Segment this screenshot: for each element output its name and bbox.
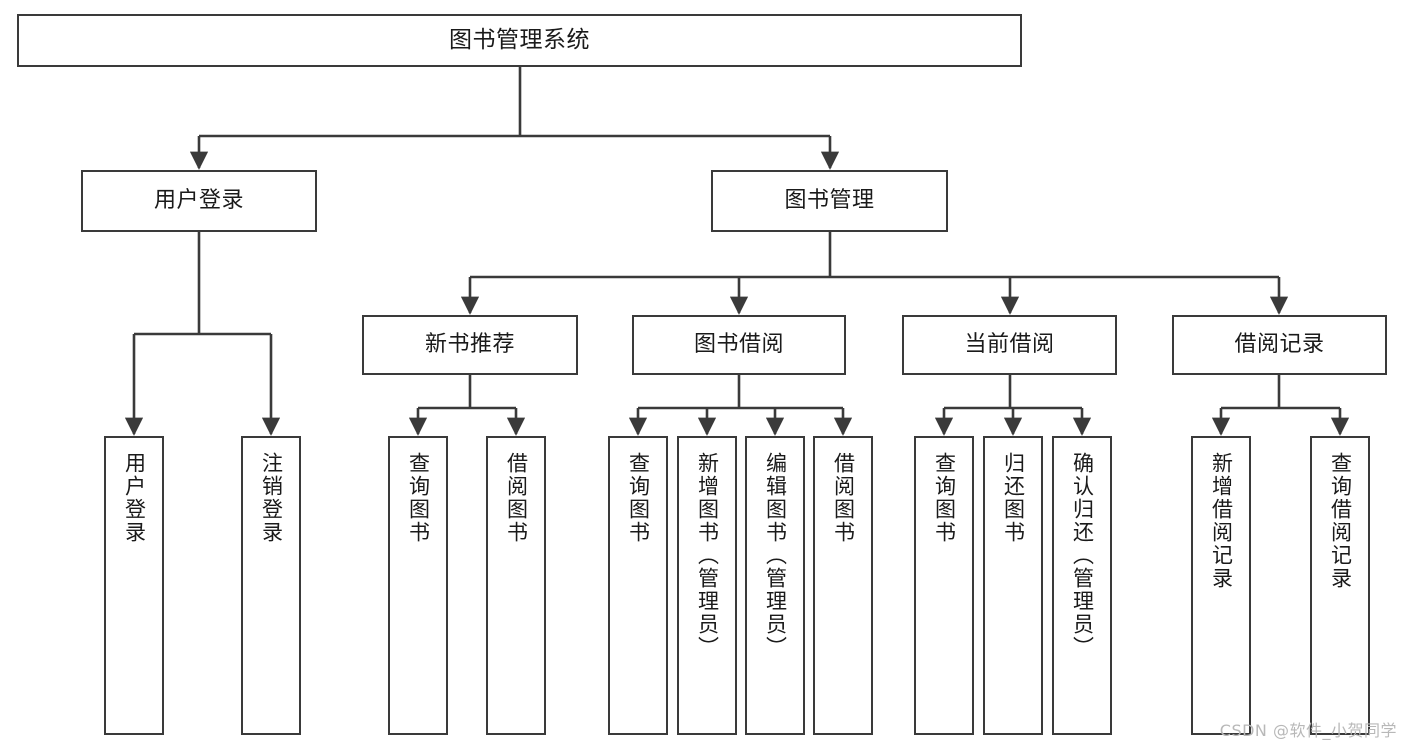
leaf-query-books-recommend[interactable]: 查询图书 bbox=[388, 436, 448, 735]
leaf-user-login[interactable]: 用户登录 bbox=[104, 436, 164, 735]
leaf-label: 注销登录 bbox=[259, 452, 284, 544]
leaf-query-books-current[interactable]: 查询图书 bbox=[914, 436, 974, 735]
leaf-logout[interactable]: 注销登录 bbox=[241, 436, 301, 735]
node-root[interactable]: 图书管理系统 bbox=[17, 14, 1022, 67]
node-user-login[interactable]: 用户登录 bbox=[81, 170, 317, 232]
leaf-label: 查询图书 bbox=[406, 452, 431, 544]
leaf-add-book-admin[interactable]: 新增图书（管理员） bbox=[677, 436, 737, 735]
leaf-label: 查询借阅记录 bbox=[1328, 452, 1353, 590]
leaf-label: 新增借阅记录 bbox=[1209, 452, 1234, 590]
leaf-return-books[interactable]: 归还图书 bbox=[983, 436, 1043, 735]
leaf-borrow-books-recommend[interactable]: 借阅图书 bbox=[486, 436, 546, 735]
leaf-label: 用户登录 bbox=[122, 452, 147, 544]
leaf-borrow-books[interactable]: 借阅图书 bbox=[813, 436, 873, 735]
leaf-label: 确认归还（管理员） bbox=[1070, 452, 1095, 659]
leaf-query-books-borrow[interactable]: 查询图书 bbox=[608, 436, 668, 735]
node-label: 新书推荐 bbox=[424, 332, 515, 358]
node-book-borrow[interactable]: 图书借阅 bbox=[632, 315, 846, 375]
node-book-management[interactable]: 图书管理 bbox=[711, 170, 948, 232]
leaf-query-borrow-record[interactable]: 查询借阅记录 bbox=[1310, 436, 1370, 735]
leaf-label: 查询图书 bbox=[932, 452, 957, 544]
node-label: 用户登录 bbox=[153, 188, 244, 214]
leaf-label: 新增图书（管理员） bbox=[695, 452, 720, 659]
node-label: 当前借阅 bbox=[964, 332, 1055, 358]
watermark: CSDN @软件_小贺同学 bbox=[1219, 721, 1397, 740]
leaf-label: 借阅图书 bbox=[831, 452, 856, 544]
leaf-add-borrow-record[interactable]: 新增借阅记录 bbox=[1191, 436, 1251, 735]
leaf-confirm-return-admin[interactable]: 确认归还（管理员） bbox=[1052, 436, 1112, 735]
node-label: 借阅记录 bbox=[1234, 332, 1325, 358]
leaf-label: 查询图书 bbox=[626, 452, 651, 544]
leaf-label: 编辑图书（管理员） bbox=[763, 452, 788, 659]
node-root-label: 图书管理系统 bbox=[449, 26, 590, 53]
node-current-borrow[interactable]: 当前借阅 bbox=[902, 315, 1117, 375]
leaf-label: 借阅图书 bbox=[504, 452, 529, 544]
node-label: 图书借阅 bbox=[693, 332, 784, 358]
leaf-edit-book-admin[interactable]: 编辑图书（管理员） bbox=[745, 436, 805, 735]
node-new-book-recommend[interactable]: 新书推荐 bbox=[362, 315, 578, 375]
leaf-label: 归还图书 bbox=[1001, 452, 1026, 544]
node-borrow-records[interactable]: 借阅记录 bbox=[1172, 315, 1387, 375]
node-label: 图书管理 bbox=[784, 188, 875, 214]
